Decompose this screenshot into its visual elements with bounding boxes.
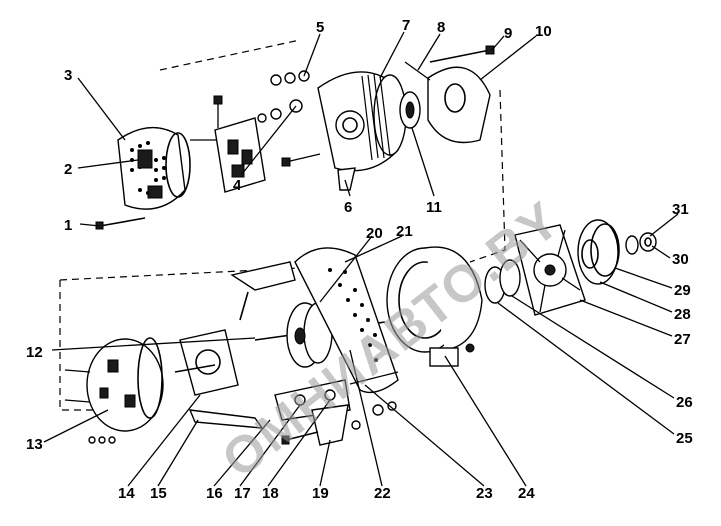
callout-14: 14 [118,485,135,502]
callout-5: 5 [316,19,324,36]
callout-13: 13 [26,436,43,453]
fan-part [484,224,586,316]
callout-30: 30 [672,251,689,268]
callout-25: 25 [676,430,693,447]
callout-4: 4 [233,177,242,194]
claw-pole-part [174,329,239,396]
callout-26: 26 [676,394,693,411]
callout-3: 3 [64,67,72,84]
callout-1: 1 [64,217,72,234]
callout-6: 6 [344,199,352,216]
callout-12: 12 [26,344,43,361]
callout-28: 28 [674,306,691,323]
callout-2: 2 [64,161,72,178]
callout-8: 8 [437,19,445,36]
callout-10: 10 [535,23,552,40]
callout-24: 24 [518,485,535,502]
assembly-guide-lines [59,39,506,411]
callout-7: 7 [402,17,410,34]
callout-27: 27 [674,331,691,348]
leader-lines [43,31,679,487]
callout-20: 20 [366,225,383,242]
callout-17: 17 [234,485,251,502]
callout-18: 18 [262,485,279,502]
watermark-text: ОМНИАВТО.BY [212,190,572,489]
washer-stack-part [257,70,310,123]
front-housing-part [386,246,483,367]
callout-11: 11 [426,199,442,216]
rear-cover-part [117,126,191,210]
callout-31: 31 [672,201,689,218]
stator-part [281,71,407,191]
rectifier-part [64,337,164,444]
callout-22: 22 [374,485,391,502]
callout-29: 29 [674,282,691,299]
callout-23: 23 [476,485,493,502]
brush-holder-part [190,95,266,193]
callout-21: 21 [396,223,413,240]
screw-part [95,217,146,230]
pulley-part [577,219,657,285]
callout-16: 16 [206,485,223,502]
callout-9: 9 [504,25,512,42]
callout-15: 15 [150,485,167,502]
callout-19: 19 [312,485,329,502]
callout-labels: 1 2 3 4 5 6 7 8 9 10 11 12 13 14 15 16 1… [26,17,693,502]
mounting-bracket-part [188,371,399,446]
shroud-part [230,247,399,394]
bearing-shield-part [399,45,495,144]
